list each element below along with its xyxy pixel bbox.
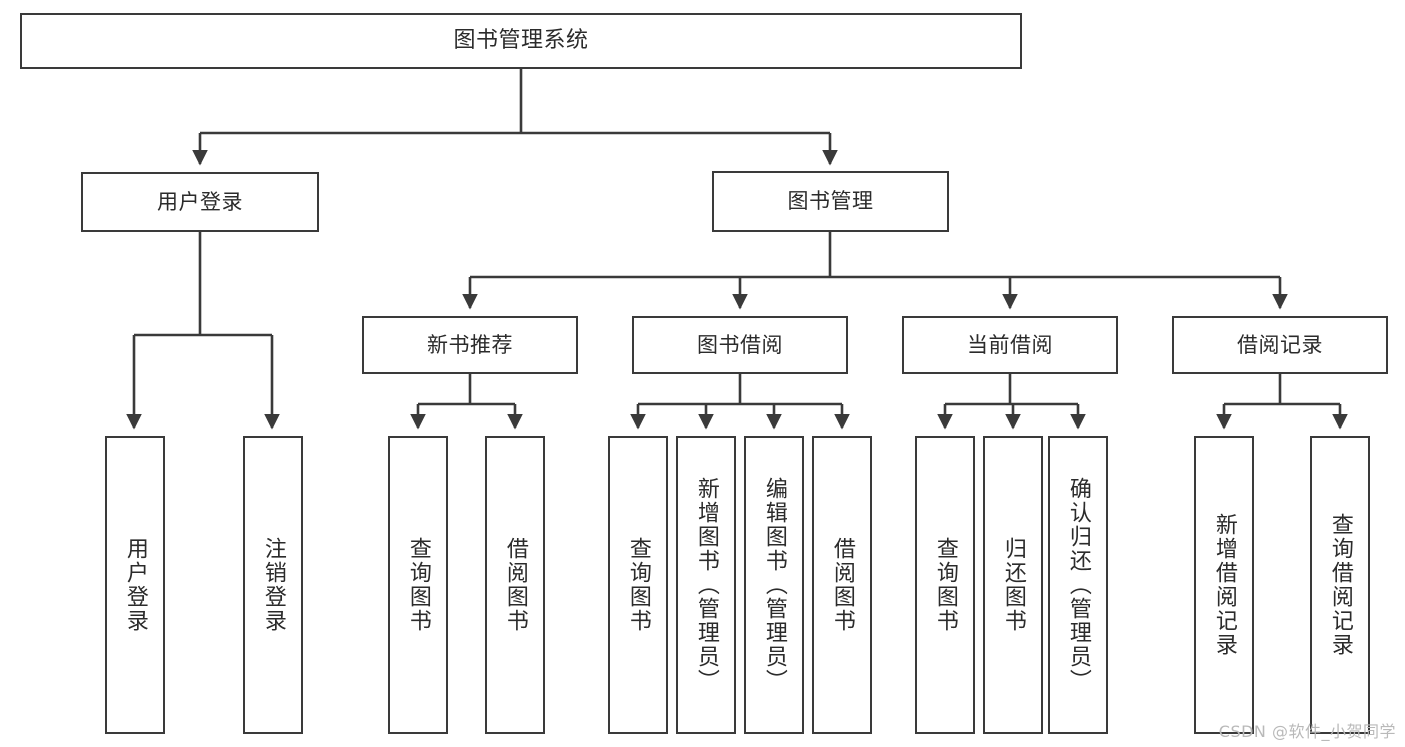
node-borrow-record[interactable]: 借阅记录 <box>1172 316 1388 374</box>
leaf-current-return-label: 归还图书 <box>1000 537 1026 633</box>
leaf-record-add[interactable]: 新增借阅记录 <box>1194 436 1254 734</box>
leaf-current-query[interactable]: 查询图书 <box>915 436 975 734</box>
leaf-borrow-query-label: 查询图书 <box>625 537 651 633</box>
node-root-label: 图书管理系统 <box>453 28 589 54</box>
node-book-management[interactable]: 图书管理 <box>712 171 949 232</box>
leaf-borrow-lend[interactable]: 借阅图书 <box>812 436 872 734</box>
node-root[interactable]: 图书管理系统 <box>20 13 1022 69</box>
leaf-current-confirm-admin-label: 确认归还（管理员） <box>1065 477 1091 693</box>
leaf-logout-label: 注销登录 <box>260 537 286 633</box>
node-book-management-label: 图书管理 <box>787 189 874 214</box>
leaf-record-query[interactable]: 查询借阅记录 <box>1310 436 1370 734</box>
node-book-borrow-label: 图书借阅 <box>697 332 783 357</box>
leaf-borrow-edit-admin-label: 编辑图书（管理员） <box>761 477 787 693</box>
leaf-borrow-add-admin-label: 新增图书（管理员） <box>693 477 719 693</box>
node-current-borrow[interactable]: 当前借阅 <box>902 316 1118 374</box>
node-borrow-record-label: 借阅记录 <box>1237 332 1323 357</box>
leaf-user-login-label: 用户登录 <box>122 537 148 633</box>
leaf-borrow-edit-admin[interactable]: 编辑图书（管理员） <box>744 436 804 734</box>
node-current-borrow-label: 当前借阅 <box>967 332 1053 357</box>
leaf-borrow-query[interactable]: 查询图书 <box>608 436 668 734</box>
leaf-new-book-borrow[interactable]: 借阅图书 <box>485 436 545 734</box>
node-new-book-recommend[interactable]: 新书推荐 <box>362 316 578 374</box>
node-new-book-recommend-label: 新书推荐 <box>427 332 513 357</box>
leaf-borrow-add-admin[interactable]: 新增图书（管理员） <box>676 436 736 734</box>
leaf-new-book-query[interactable]: 查询图书 <box>388 436 448 734</box>
leaf-new-book-query-label: 查询图书 <box>405 537 431 633</box>
leaf-record-query-label: 查询借阅记录 <box>1327 513 1353 657</box>
node-user-login-label: 用户登录 <box>157 189 243 214</box>
leaf-current-confirm-admin[interactable]: 确认归还（管理员） <box>1048 436 1108 734</box>
watermark: CSDN @软件_小贺同学 <box>1218 722 1396 741</box>
leaf-current-return[interactable]: 归还图书 <box>983 436 1043 734</box>
node-user-login[interactable]: 用户登录 <box>81 172 319 232</box>
leaf-borrow-lend-label: 借阅图书 <box>829 537 855 633</box>
leaf-current-query-label: 查询图书 <box>932 537 958 633</box>
leaf-logout[interactable]: 注销登录 <box>243 436 303 734</box>
leaf-new-book-borrow-label: 借阅图书 <box>502 537 528 633</box>
leaf-user-login[interactable]: 用户登录 <box>105 436 165 734</box>
leaf-record-add-label: 新增借阅记录 <box>1211 513 1237 657</box>
node-book-borrow[interactable]: 图书借阅 <box>632 316 848 374</box>
